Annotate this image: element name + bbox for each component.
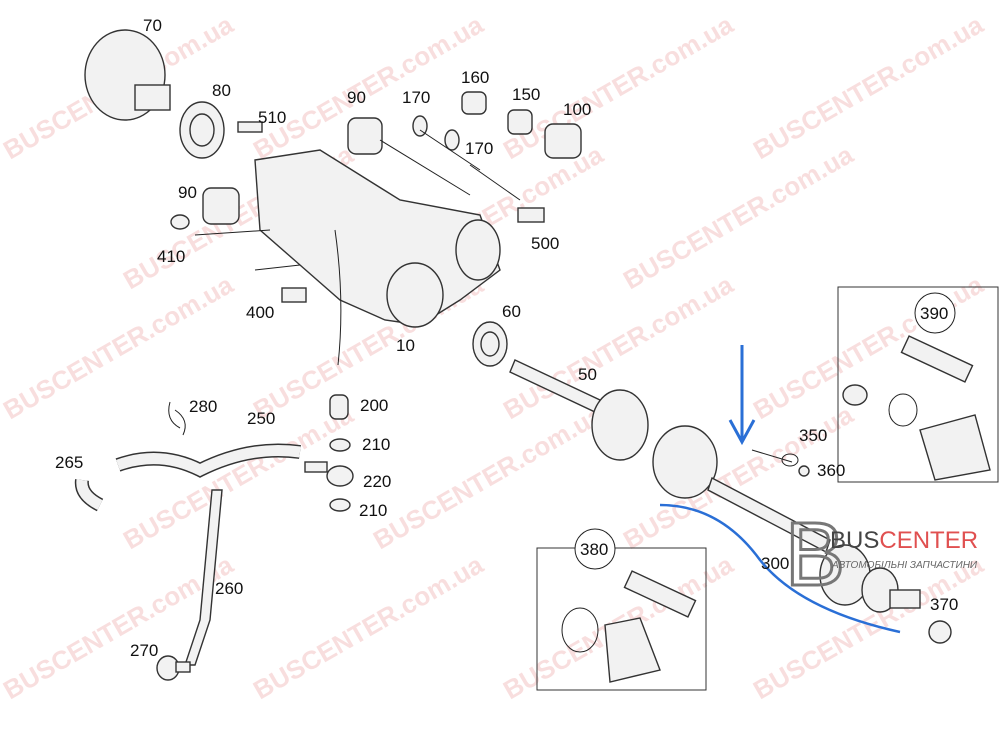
label-90: 90 [178, 183, 197, 202]
bolt-400 [281, 287, 307, 303]
logo-b-mark: B [785, 505, 845, 605]
blue-highlight-curve [659, 503, 901, 634]
buscenter-logo: B BUSCENTER АВТОМОБІЛЬНІ ЗАПЧАСТИНИ [784, 504, 979, 607]
callout-circle-380 [574, 528, 616, 570]
bolt-510 [237, 121, 263, 133]
label-265: 265 [55, 453, 83, 472]
label-500: 500 [531, 234, 559, 253]
label-280: 280 [189, 397, 217, 416]
watermark-text: BUSCENTER.com.ua [748, 9, 989, 165]
shaft-50 [509, 359, 649, 461]
bolt-270 [156, 655, 191, 681]
bearing-90-top [347, 117, 383, 155]
label-400: 400 [246, 303, 274, 322]
kit-box-380 [536, 547, 707, 691]
hose-265 [74, 479, 104, 512]
blue-arrow [728, 345, 756, 446]
breather-200 [329, 394, 349, 420]
seal-80 [179, 101, 225, 159]
watermark-text: BUSCENTER.com.ua [118, 399, 359, 555]
kit-box-390 [837, 286, 999, 483]
label-210: 210 [362, 435, 390, 454]
bracket-260 [184, 489, 223, 666]
ring-170 [412, 115, 460, 151]
watermark-text: BUSCENTER.com.ua [748, 269, 989, 425]
bush-100 [544, 123, 582, 159]
label-360: 360 [817, 461, 845, 480]
circlip-350 [781, 453, 810, 477]
part-labels: 70 80 510 90 170 160 150 100 170 90 410 … [55, 16, 958, 660]
label-80: 80 [212, 81, 231, 100]
flange-70 [84, 29, 171, 121]
label-260: 260 [215, 579, 243, 598]
logo-brand: BUSCENTER [830, 527, 978, 554]
label-150: 150 [512, 85, 540, 104]
label-60: 60 [502, 302, 521, 321]
label-250: 250 [247, 409, 275, 428]
hose-250 [115, 443, 301, 478]
watermark-text: BUSCENTER.com.ua [618, 139, 859, 295]
label-300: 300 [761, 554, 789, 573]
watermark-text: BUSCENTER.com.ua [368, 399, 609, 555]
label-510: 510 [258, 108, 286, 127]
label-70: 70 [143, 16, 162, 35]
label-200: 200 [360, 396, 388, 415]
bush-150 [507, 109, 533, 135]
callout-circle-390 [914, 292, 956, 334]
watermark-text: BUSCENTER.com.ua [248, 549, 489, 705]
label-350: 350 [799, 426, 827, 445]
label-410: 410 [157, 247, 185, 266]
label-170: 170 [402, 88, 430, 107]
bearing-90-left [202, 187, 240, 225]
seal-60 [472, 321, 508, 367]
label-390: 390 [920, 304, 948, 323]
label-220: 220 [363, 472, 391, 491]
clip-280 [168, 401, 186, 436]
label-210: 210 [359, 501, 387, 520]
label-170: 170 [465, 139, 493, 158]
label-90: 90 [347, 88, 366, 107]
label-10: 10 [396, 336, 415, 355]
bush-160 [461, 91, 487, 115]
nut-370 [928, 620, 952, 644]
washer-410 [170, 214, 190, 230]
label-380: 380 [580, 540, 608, 559]
differential-housing-10 [254, 149, 501, 366]
washer-210 [329, 438, 351, 512]
label-160: 160 [461, 68, 489, 87]
label-50: 50 [578, 365, 597, 384]
bolt-500 [517, 207, 545, 223]
logo-subtitle: АВТОМОБІЛЬНІ ЗАПЧАСТИНИ [831, 560, 978, 571]
label-100: 100 [563, 100, 591, 119]
fitting-220 [304, 461, 354, 487]
label-270: 270 [130, 641, 158, 660]
cv-joint-outer [819, 544, 921, 613]
cv-joint-inner [652, 425, 831, 554]
label-370: 370 [930, 595, 958, 614]
